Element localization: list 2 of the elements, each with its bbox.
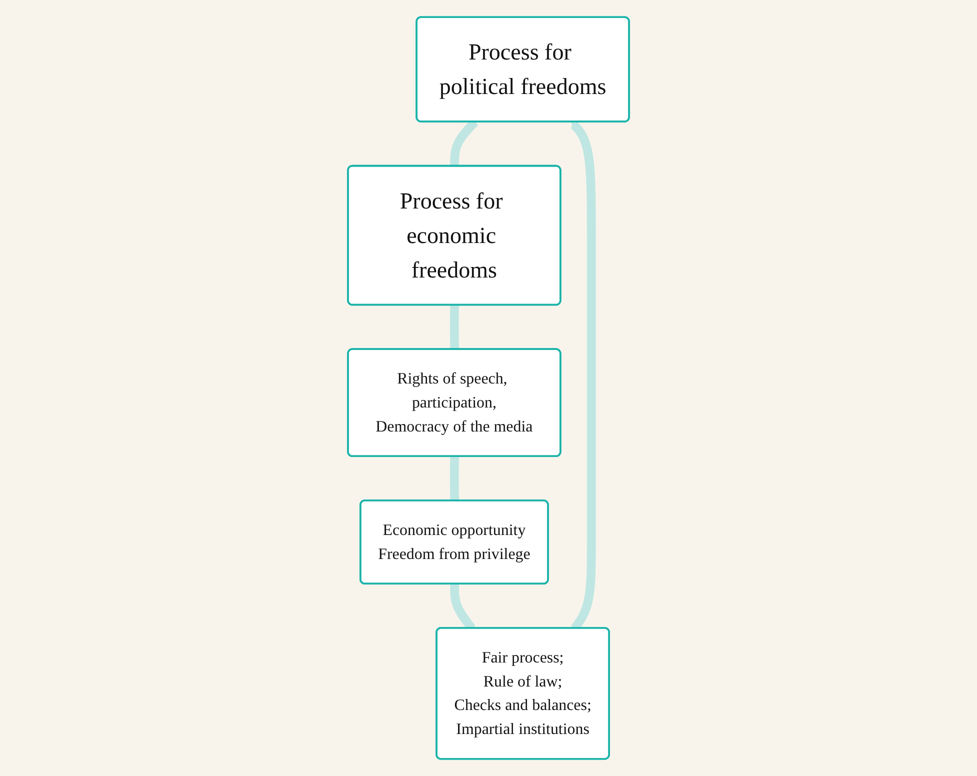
connector: [450, 456, 460, 502]
connector: [450, 304, 460, 350]
